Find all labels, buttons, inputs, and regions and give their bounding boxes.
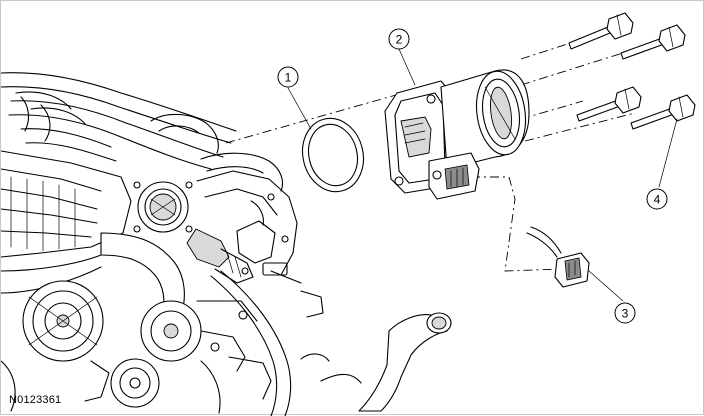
throttle-body-gasket: [301, 117, 365, 193]
svg-text:1: 1: [285, 71, 292, 85]
assembly-line-bolt-upper: [520, 38, 584, 60]
callout-1: 1: [277, 66, 299, 88]
electrical-connector: [526, 226, 590, 288]
callout-1-leader: [287, 87, 312, 130]
svg-text:2: 2: [396, 33, 403, 47]
assembly-line-bolt-lower: [520, 100, 584, 120]
bolt-2: [620, 24, 686, 60]
svg-text:3: 3: [622, 307, 629, 321]
throttle-body: [384, 69, 530, 200]
callout-3-leader: [588, 270, 624, 302]
callout-4: 4: [646, 188, 668, 210]
assembly-line-to-manifold: [225, 94, 397, 144]
callout-2: 2: [388, 28, 410, 50]
svg-text:4: 4: [654, 193, 661, 207]
throttle-body-bolts: [568, 12, 696, 130]
callout-2-leader: [398, 48, 416, 86]
callout-3: 3: [614, 302, 636, 324]
engine-assembly: [1, 72, 452, 416]
bolt-1: [568, 12, 634, 50]
bolt-3: [576, 86, 642, 122]
figure-id-label: N0123361: [9, 394, 62, 406]
callout-4-leader: [658, 118, 678, 188]
assembly-line-connector: [471, 176, 562, 272]
bolt-4: [630, 94, 696, 130]
